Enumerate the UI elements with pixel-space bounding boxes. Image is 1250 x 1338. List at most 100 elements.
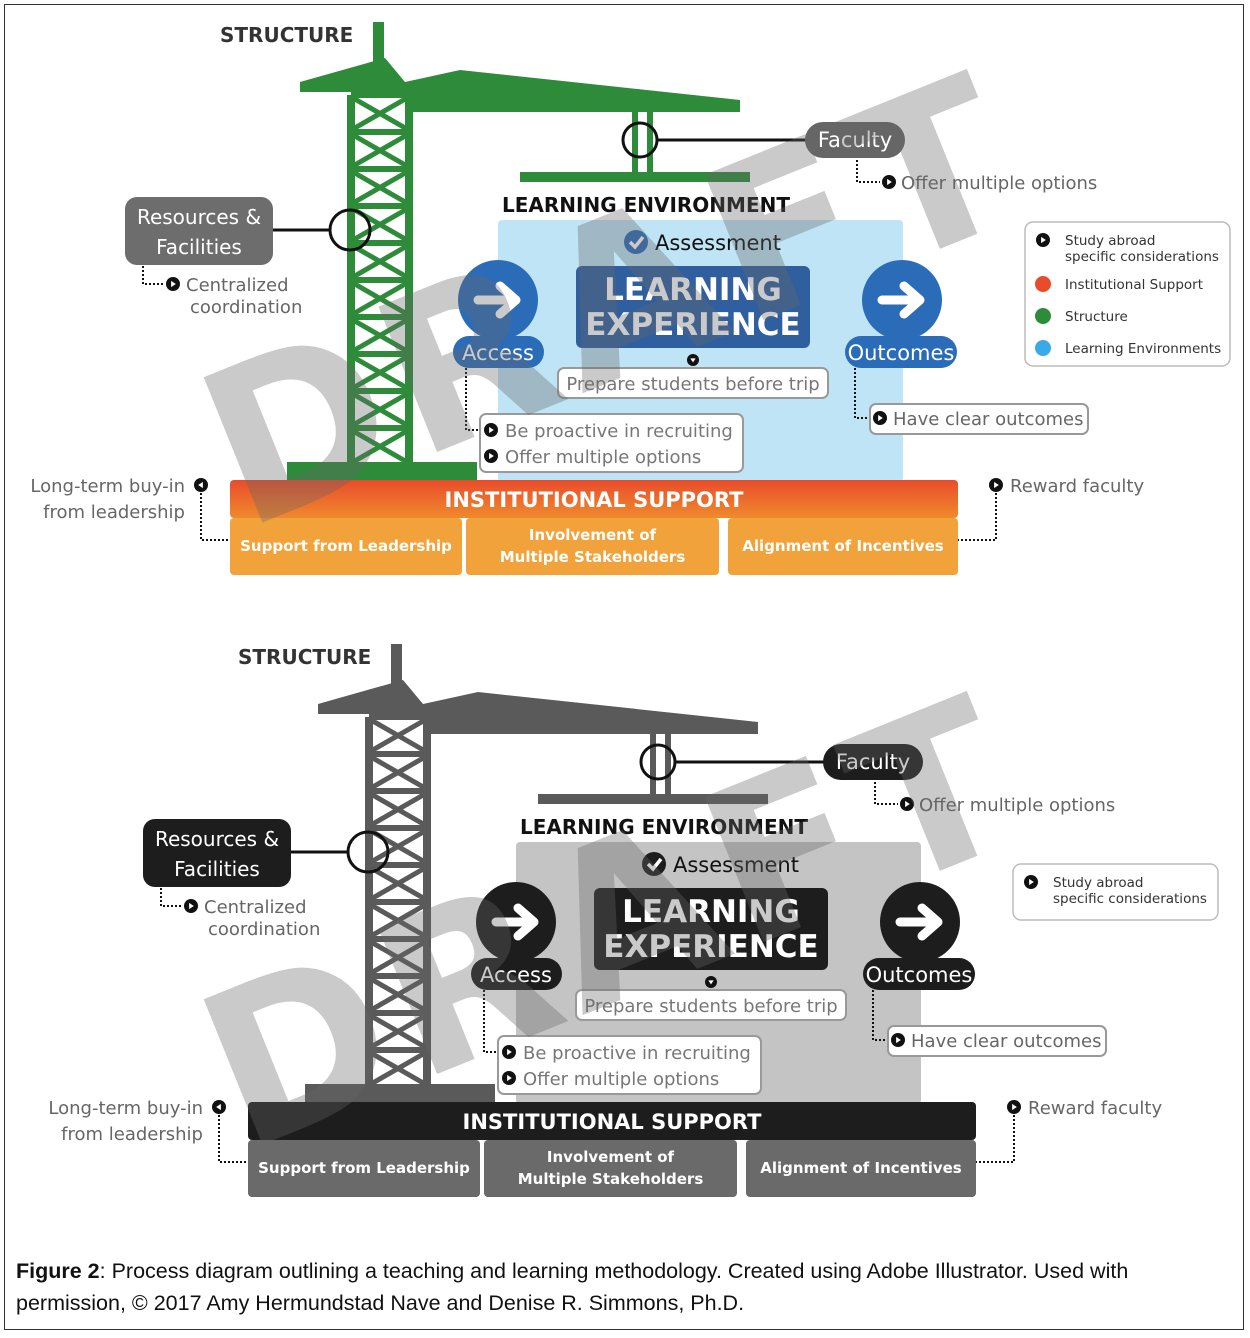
tower-brace-x: [369, 791, 427, 828]
learning-experience-box: [576, 266, 810, 348]
tower-brace-x: [351, 391, 409, 428]
prepare-marker: [687, 354, 699, 366]
institutional-support-bar: [248, 1102, 976, 1140]
right-note-leader: [976, 1115, 1015, 1163]
access-note-leader: [483, 990, 500, 1053]
check-mark: [646, 857, 663, 872]
legend-box: [1012, 863, 1219, 921]
outcomes-box: [863, 958, 975, 990]
caption-separator: :: [99, 1259, 112, 1283]
faculty-note-leader: [874, 782, 898, 805]
legend-label: Study abroad: [1065, 233, 1155, 249]
resources-connector-ring: [328, 208, 372, 252]
crane-hook-bar: [538, 794, 768, 804]
access-box: [471, 958, 562, 990]
outcomes-label: Outcomes: [848, 341, 955, 365]
assessment-label: Assessment: [655, 231, 781, 255]
tower-brace-x: [351, 206, 409, 243]
pillar-label: Alignment of Incentives: [760, 1159, 962, 1177]
left-note-marker: [194, 478, 208, 492]
resources-note-leader: [142, 266, 165, 285]
crane-mast-top: [373, 22, 384, 82]
tower-brace-x: [351, 243, 409, 280]
tower-brace-x: [351, 428, 409, 465]
left-note-2: from leadership: [43, 502, 185, 523]
pillar-label-line: Involvement of: [547, 1148, 675, 1166]
faculty-label: Faculty: [836, 750, 910, 774]
tower-brace-x: [369, 865, 427, 902]
access-note-marker-2: [484, 449, 498, 463]
outcomes-box: [845, 336, 957, 368]
resources-note-leader: [160, 888, 183, 907]
resources-box: [125, 197, 273, 265]
outcomes-note: Have clear outcomes: [911, 1031, 1102, 1052]
tower-brace-x: [351, 95, 409, 132]
access-note-2: Offer multiple options: [505, 447, 701, 468]
check-mark: [628, 235, 645, 250]
tower-brace-x: [369, 754, 427, 791]
resources-note-marker: [184, 899, 198, 913]
legend-label: Learning Environments: [1065, 341, 1221, 357]
access-box: [453, 336, 544, 368]
crane-base: [287, 462, 477, 480]
learning-experience-line-2: EXPERIENCE: [585, 307, 800, 343]
pillar-label: Support from Leadership: [258, 1159, 470, 1177]
figure-caption: Figure 2: Process diagram outlining a te…: [16, 1255, 1236, 1319]
left-note-1: Long-term buy-in: [48, 1098, 203, 1119]
access-arrow-icon: [476, 882, 556, 962]
pillar-label: Alignment of Incentives: [742, 537, 944, 555]
resources-note-2: coordination: [190, 297, 302, 318]
caption-label: Figure 2: [16, 1259, 100, 1283]
legend-label: Institutional Support: [1065, 277, 1203, 293]
outcomes-note-marker: [873, 411, 887, 425]
faculty-note-marker: [882, 175, 896, 189]
right-note-leader: [958, 493, 997, 541]
tower-brace-x: [369, 717, 427, 754]
resources-note-1: Centralized: [204, 897, 307, 918]
pillar-label-line: Multiple Stakeholders: [500, 548, 686, 566]
left-note-2: from leadership: [61, 1124, 203, 1145]
access-note-marker-1: [502, 1045, 516, 1059]
outcomes-note: Have clear outcomes: [893, 409, 1084, 430]
prepare-box: [557, 367, 829, 399]
tower-brace-x: [369, 1013, 427, 1050]
tower-brace-x: [369, 1050, 427, 1087]
prepare-marker: [705, 976, 717, 988]
resources-label-1: Resources &: [137, 205, 261, 229]
access-arrow-icon: [458, 260, 538, 340]
right-note-marker: [989, 478, 1003, 492]
faculty-label: Faculty: [818, 128, 892, 152]
access-note-marker-2: [502, 1071, 516, 1085]
faculty-box: [823, 744, 923, 780]
resources-label-2: Facilities: [156, 235, 242, 259]
legend-marker-dot: [1035, 308, 1051, 324]
pillar-label: Support from Leadership: [240, 537, 452, 555]
pillar-box: [248, 1140, 480, 1197]
tower-brace-x: [351, 354, 409, 391]
pillar-box: [466, 518, 719, 575]
access-label: Access: [480, 963, 552, 987]
tower-brace-x: [369, 828, 427, 865]
legend-label: Structure: [1065, 309, 1128, 325]
tower-brace-x: [369, 976, 427, 1013]
learning-experience-line-1: LEARNING: [622, 894, 800, 930]
faculty-connector-ring: [639, 743, 677, 781]
left-note-1: Long-term buy-in: [30, 476, 185, 497]
tower-brace-x: [351, 280, 409, 317]
prepare-label: Prepare students before trip: [566, 374, 819, 395]
outcomes-arrow-icon: [880, 882, 960, 962]
access-notes-box: [497, 1035, 762, 1095]
outcomes-note-box: [869, 403, 1089, 435]
tower-brace-x: [369, 902, 427, 939]
legend-label: Study abroad: [1053, 875, 1143, 891]
prepare-label: Prepare students before trip: [584, 996, 837, 1017]
legend-marker-arrow-icon: [1024, 875, 1038, 889]
structure-title: STRUCTURE: [220, 23, 353, 47]
